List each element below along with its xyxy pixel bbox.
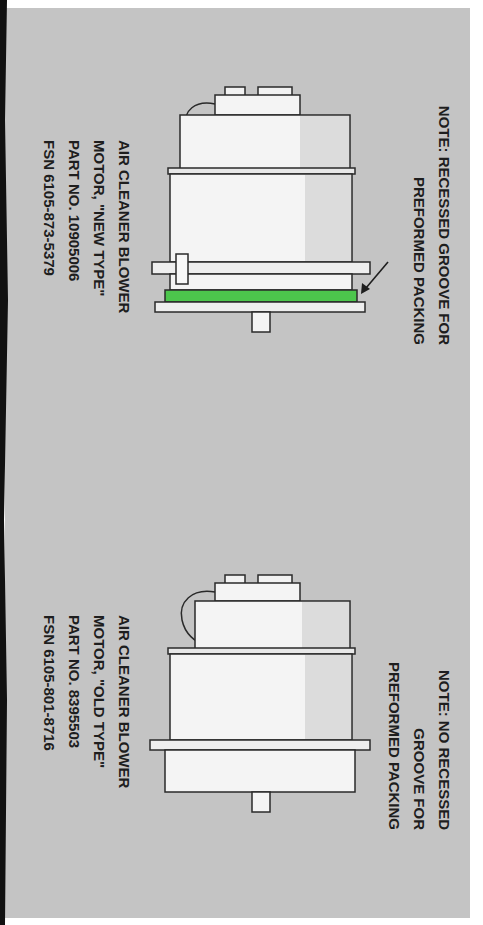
shaft-stub bbox=[252, 312, 270, 332]
body-band bbox=[168, 168, 355, 174]
label-group: NOTE: RECESSED GROOVE FOR PREFORMED PACK… bbox=[407, 100, 457, 345]
upper-body bbox=[180, 115, 350, 170]
shaft-stub bbox=[252, 792, 270, 812]
shade bbox=[302, 602, 349, 648]
note-text: NOTE: RECESSED GROOVE FOR PREFORMED PACK… bbox=[407, 100, 457, 345]
base bbox=[170, 274, 352, 290]
part-label: FSN 6105-801-8716 bbox=[37, 615, 62, 830]
connector-box bbox=[215, 583, 300, 601]
label-group: NOTE: NO RECESSED GROOVE FOR PREFORMED P… bbox=[382, 630, 457, 830]
part-label: FSN 6105-873-5379 bbox=[37, 140, 62, 355]
clip bbox=[176, 254, 188, 284]
lower-body bbox=[170, 654, 352, 740]
part-label: PART NO. 8395503 bbox=[62, 615, 87, 830]
flange bbox=[150, 740, 370, 750]
old-motor bbox=[150, 575, 370, 812]
gray-panel bbox=[5, 8, 470, 918]
bottom-ring bbox=[155, 302, 365, 312]
leader-arrow bbox=[361, 262, 388, 294]
base bbox=[165, 750, 355, 792]
label-group: AIR CLEANER BLOWER MOTOR, "NEW TYPE"PART… bbox=[37, 140, 137, 355]
lower-body bbox=[170, 174, 352, 262]
part-label: AIR CLEANER BLOWER MOTOR, "OLD TYPE" bbox=[87, 615, 137, 830]
preformed-packing bbox=[165, 290, 357, 302]
label-group: AIR CLEANER BLOWER MOTOR, "OLD TYPE"PART… bbox=[37, 615, 137, 830]
scan-edge bbox=[0, 0, 8, 925]
part-label: AIR CLEANER BLOWER MOTOR, "NEW TYPE" bbox=[87, 140, 137, 355]
body-band bbox=[168, 648, 355, 654]
part-label: PART NO. 10905006 bbox=[62, 140, 87, 355]
note-text: NOTE: NO RECESSED GROOVE FOR PREFORMED P… bbox=[382, 630, 457, 830]
new-motor bbox=[152, 87, 370, 332]
shade bbox=[300, 116, 349, 169]
connector-box bbox=[215, 95, 300, 115]
upper-body bbox=[195, 601, 350, 649]
shade bbox=[305, 655, 351, 739]
shade bbox=[305, 175, 351, 261]
